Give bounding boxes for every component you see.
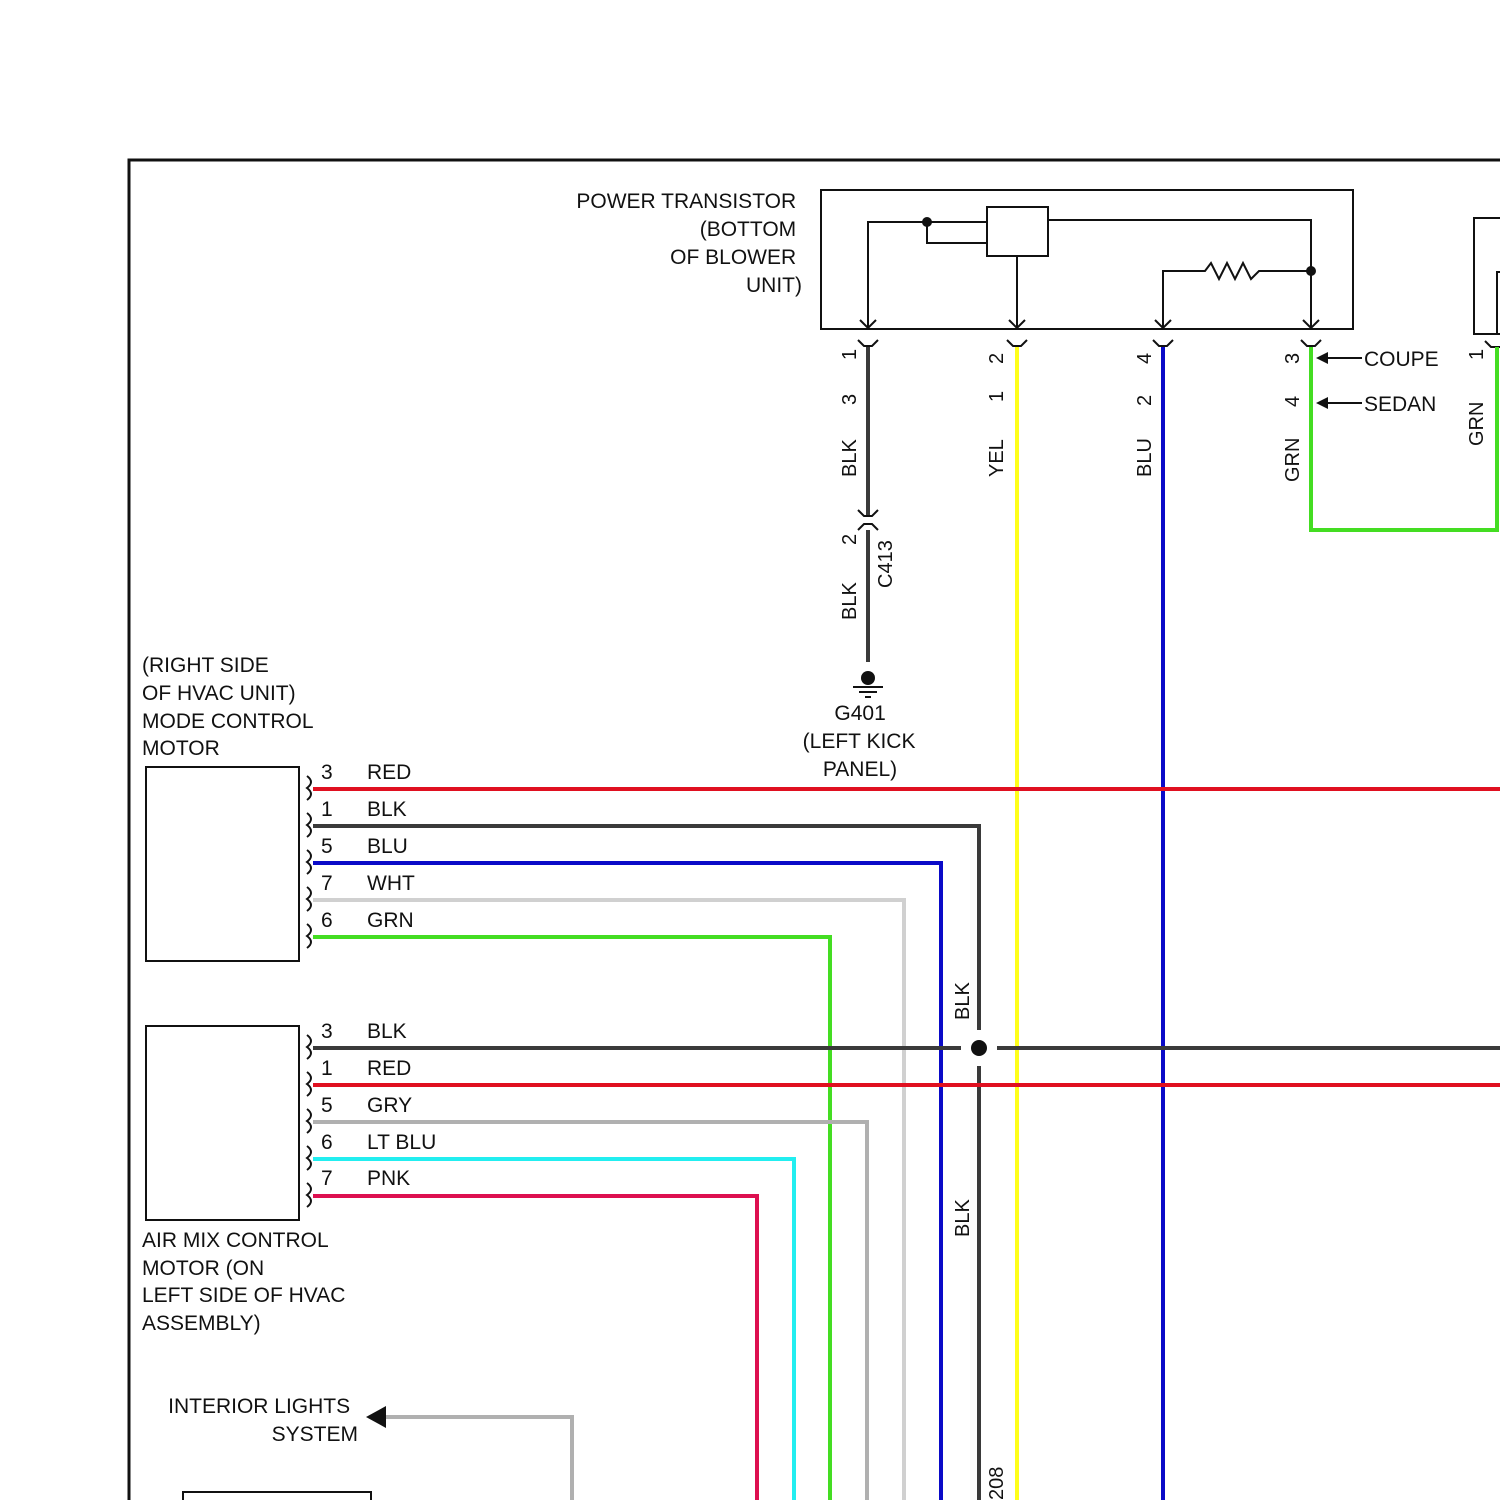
svg-text:1: 1	[986, 391, 1008, 402]
svg-text:BLK: BLK	[367, 798, 407, 821]
svg-text:RED: RED	[367, 1057, 411, 1080]
svg-text:5: 5	[321, 1094, 333, 1117]
svg-text:PNK: PNK	[367, 1167, 410, 1190]
sedan-label: SEDAN	[1364, 393, 1436, 416]
svg-text:2: 2	[839, 534, 861, 545]
svg-text:LT BLU: LT BLU	[367, 1131, 436, 1154]
junction-dot	[922, 217, 932, 227]
airmix-motor-box	[146, 1026, 299, 1220]
blk-label-upper: BLK	[952, 982, 974, 1020]
right-component-box	[1474, 218, 1500, 334]
bottom-component-box	[183, 1492, 371, 1500]
svg-text:3: 3	[839, 394, 861, 405]
power-transistor-label: POWER TRANSISTOR (BOTTOM OF BLOWER UNIT)	[576, 190, 802, 297]
svg-text:6: 6	[321, 1131, 333, 1154]
svg-text:WHT: WHT	[367, 872, 415, 895]
svg-text:BLK: BLK	[367, 1020, 407, 1043]
splice-dot	[971, 1040, 987, 1056]
svg-text:YEL: YEL	[986, 439, 1008, 477]
svg-text:7: 7	[321, 872, 333, 895]
svg-text:1: 1	[321, 1057, 333, 1080]
arrow-icon	[1316, 352, 1328, 364]
power-transistor-box	[821, 190, 1353, 329]
svg-text:BLU: BLU	[1134, 438, 1156, 477]
transistor-element	[987, 207, 1048, 256]
blk-label-lower: BLK	[952, 1199, 974, 1237]
svg-text:7: 7	[321, 1167, 333, 1190]
wire-airmix-ltblu	[313, 1159, 794, 1500]
svg-text:RED: RED	[367, 761, 411, 784]
ground-symbol	[853, 671, 883, 697]
svg-text:C413: C413	[875, 540, 897, 588]
interior-lights-label: INTERIOR LIGHTS SYSTEM	[168, 1395, 358, 1446]
svg-text:BLK: BLK	[839, 439, 861, 477]
mode-motor-pin-labels: 3 RED 1 BLK 5 BLU 7 WHT 6 GRN	[321, 761, 415, 932]
svg-text:3: 3	[321, 761, 333, 784]
svg-text:BLU: BLU	[367, 835, 408, 858]
svg-text:3: 3	[1282, 353, 1304, 364]
right-component-terminal	[1485, 341, 1500, 347]
circuit-number: 208	[986, 1467, 1008, 1500]
mode-motor-label: (RIGHT SIDE OF HVAC UNIT) MODE CONTROL M…	[142, 654, 319, 760]
junction-dot	[1306, 266, 1316, 276]
terminal-arrows	[858, 320, 1321, 346]
svg-text:1: 1	[1466, 349, 1488, 360]
power-transistor	[821, 190, 1353, 346]
svg-text:4: 4	[1282, 396, 1304, 407]
svg-text:GRY: GRY	[367, 1094, 412, 1117]
svg-text:GRN: GRN	[1282, 438, 1304, 482]
svg-text:3: 3	[321, 1020, 333, 1043]
motor-connector-brackets	[307, 776, 311, 1207]
arrow-icon	[1316, 397, 1328, 409]
svg-text:1: 1	[321, 798, 333, 821]
svg-text:1: 1	[839, 349, 861, 360]
svg-text:4: 4	[1134, 353, 1156, 364]
airmix-motor-label: AIR MIX CONTROL MOTOR (ON LEFT SIDE OF H…	[142, 1229, 351, 1335]
svg-text:2: 2	[1134, 395, 1156, 406]
svg-text:BLK: BLK	[839, 582, 861, 620]
variant-arrows	[1316, 352, 1362, 409]
svg-text:GRN: GRN	[1466, 402, 1488, 446]
coupe-label: COUPE	[1364, 348, 1439, 371]
arrow-left-icon	[366, 1406, 386, 1428]
svg-text:2: 2	[986, 353, 1008, 364]
wire-airmix-pnk	[313, 1196, 757, 1500]
svg-text:GRN: GRN	[367, 909, 414, 932]
svg-text:5: 5	[321, 835, 333, 858]
wire-interior-lights	[386, 1417, 572, 1500]
ground-label: G401 (LEFT KICK PANEL)	[803, 702, 922, 781]
svg-text:6: 6	[321, 909, 333, 932]
wire-mode-wht	[313, 900, 904, 1500]
mode-motor-box	[146, 767, 299, 961]
internal-circuit	[868, 220, 1311, 328]
airmix-motor-pin-labels: 3 BLK 1 RED 5 GRY 6 LT BLU 7 PNK	[321, 1020, 436, 1190]
